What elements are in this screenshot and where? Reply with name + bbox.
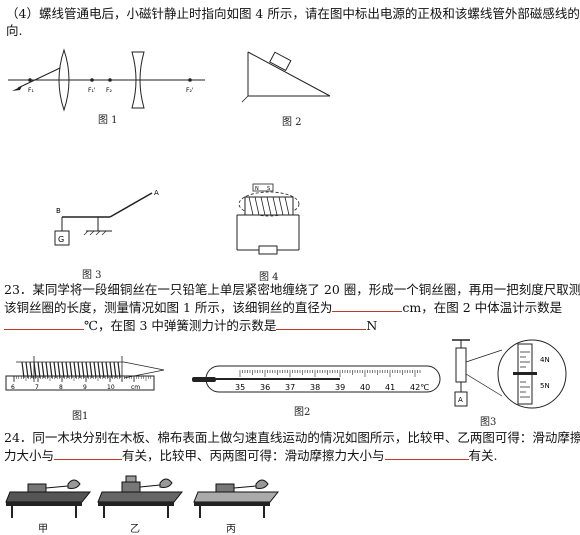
- ruler-ticks: 6 7 8 9 10 cm: [11, 376, 152, 391]
- q23-unit-cm: cm，在图 2 中体温计示数是: [402, 300, 563, 315]
- q23-line3-text: ℃，在图 3 中弹簧测力计的示数是: [84, 318, 277, 333]
- thermometer-tick-label: 37: [285, 383, 295, 392]
- fig3-label-b: B: [56, 207, 61, 215]
- q23-line2: 该铜丝圈的长度，测量情况如图 1 所示，该细铜丝的直径为 cm，在图 2 中体温计…: [4, 299, 562, 317]
- fig4-label-s: S: [267, 186, 270, 192]
- thermometer-ticks: 35 36 37 38 39 40 41 42℃: [235, 370, 429, 392]
- caption-bing: 丙: [226, 524, 236, 535]
- ruler-tick-label: 7: [35, 384, 39, 391]
- ruler-tick-label: 10: [107, 384, 115, 391]
- q24-line1: 24．同一木块分别在木板、棉布表面上做匀速直线运动的情况如图所示，比较甲、乙两图…: [4, 430, 580, 445]
- thermometer-tick-label: 40: [360, 383, 370, 392]
- caption-jia: 甲: [38, 524, 48, 535]
- q23-line3: ℃，在图 3 中弹簧测力计的示数是 N: [4, 317, 377, 335]
- copper-diameter-blank[interactable]: [332, 299, 403, 312]
- q24-line2: 力大小与 有关，比较甲、丙两图可得：滑动摩擦力大小与 有关.: [4, 447, 498, 465]
- spring-label-4n: 4N: [540, 356, 550, 364]
- fig2-caption: 图 2: [282, 117, 302, 128]
- fig4-caption: 图 4: [259, 272, 279, 283]
- friction-factor-blank-1[interactable]: [54, 447, 123, 460]
- q24-line2-b: 有关，比较甲、丙两图可得：滑动摩擦力大小与: [122, 448, 385, 463]
- spring-label-5n: 5N: [540, 382, 550, 390]
- ruler-tick-label: 8: [59, 384, 63, 391]
- spring-scale-reading-blank[interactable]: [276, 317, 367, 330]
- q23-fig2-caption: 图2: [294, 407, 311, 418]
- fig3-label-a: A: [154, 189, 159, 197]
- thermometer-tick-label: 38: [310, 383, 320, 392]
- fig3-label-g: G: [58, 235, 64, 244]
- lever-figure: G B A: [54, 189, 159, 246]
- thermometer-reading-blank[interactable]: [4, 317, 84, 330]
- solenoid-figure: N S: [236, 183, 300, 255]
- thermometer-tick-label: 39: [335, 383, 345, 392]
- spring-weight-label: A: [458, 396, 463, 404]
- thermometer-tick-label: 42℃: [410, 383, 429, 392]
- fig1-label-f2: F₂: [106, 87, 112, 94]
- thermometer-tick-label: 36: [260, 383, 270, 392]
- thermometer-tick-label: 35: [235, 383, 245, 392]
- fig1-label-f1p: F₁': [88, 87, 96, 94]
- caption-yi: 乙: [130, 524, 140, 535]
- q23-unit-n: N: [366, 318, 378, 333]
- friction-factor-blank-2[interactable]: [384, 447, 469, 460]
- friction-setup-jia: [5, 479, 92, 518]
- q23-line1: 23．某同学将一段细铜丝在一只铅笔上单层紧密地缠绕了 20 圈，形成一个铜丝圈，…: [4, 282, 580, 297]
- fig1-label-f1: F₁: [28, 87, 34, 94]
- q24-line2-c: 有关.: [468, 448, 498, 463]
- fig4-label-n: N: [255, 186, 259, 192]
- q23-fig3-caption: 图3: [480, 417, 497, 428]
- q4-line2: 向.: [6, 23, 23, 38]
- friction-setup-yi: [97, 475, 184, 518]
- ruler-tick-label: cm: [131, 384, 140, 391]
- thermometer-tick-label: 41: [385, 383, 395, 392]
- ruler-tick-label: 9: [83, 384, 87, 391]
- fig1-caption: 图 1: [98, 115, 118, 126]
- fig3-caption: 图 3: [82, 270, 102, 281]
- fig1-label-f2p: F₂': [186, 87, 194, 94]
- lens-optics-figure: F₁ F₁' F₂ F₂': [8, 48, 205, 112]
- ruler-tick-label: 6: [11, 384, 15, 391]
- thermometer-figure: 35 36 37 38 39 40 41 42℃: [192, 365, 441, 393]
- incline-figure: [241, 51, 331, 103]
- q4-line1: （4）螺线管通电后，小磁针静止时指向如图 4 所示，请在图中标出电源的正极和该螺…: [6, 6, 580, 21]
- q24-line2-a: 力大小与: [4, 448, 55, 463]
- spring-scale-figure: A 4N 5N: [452, 339, 567, 409]
- friction-setup-bing: [193, 479, 280, 518]
- q23-line2-text: 该铜丝圈的长度，测量情况如图 1 所示，该细铜丝的直径为: [4, 300, 333, 315]
- ruler-coil-figure: 6 7 8 9 10 cm: [5, 356, 165, 391]
- q23-fig1-caption: 图1: [72, 411, 89, 422]
